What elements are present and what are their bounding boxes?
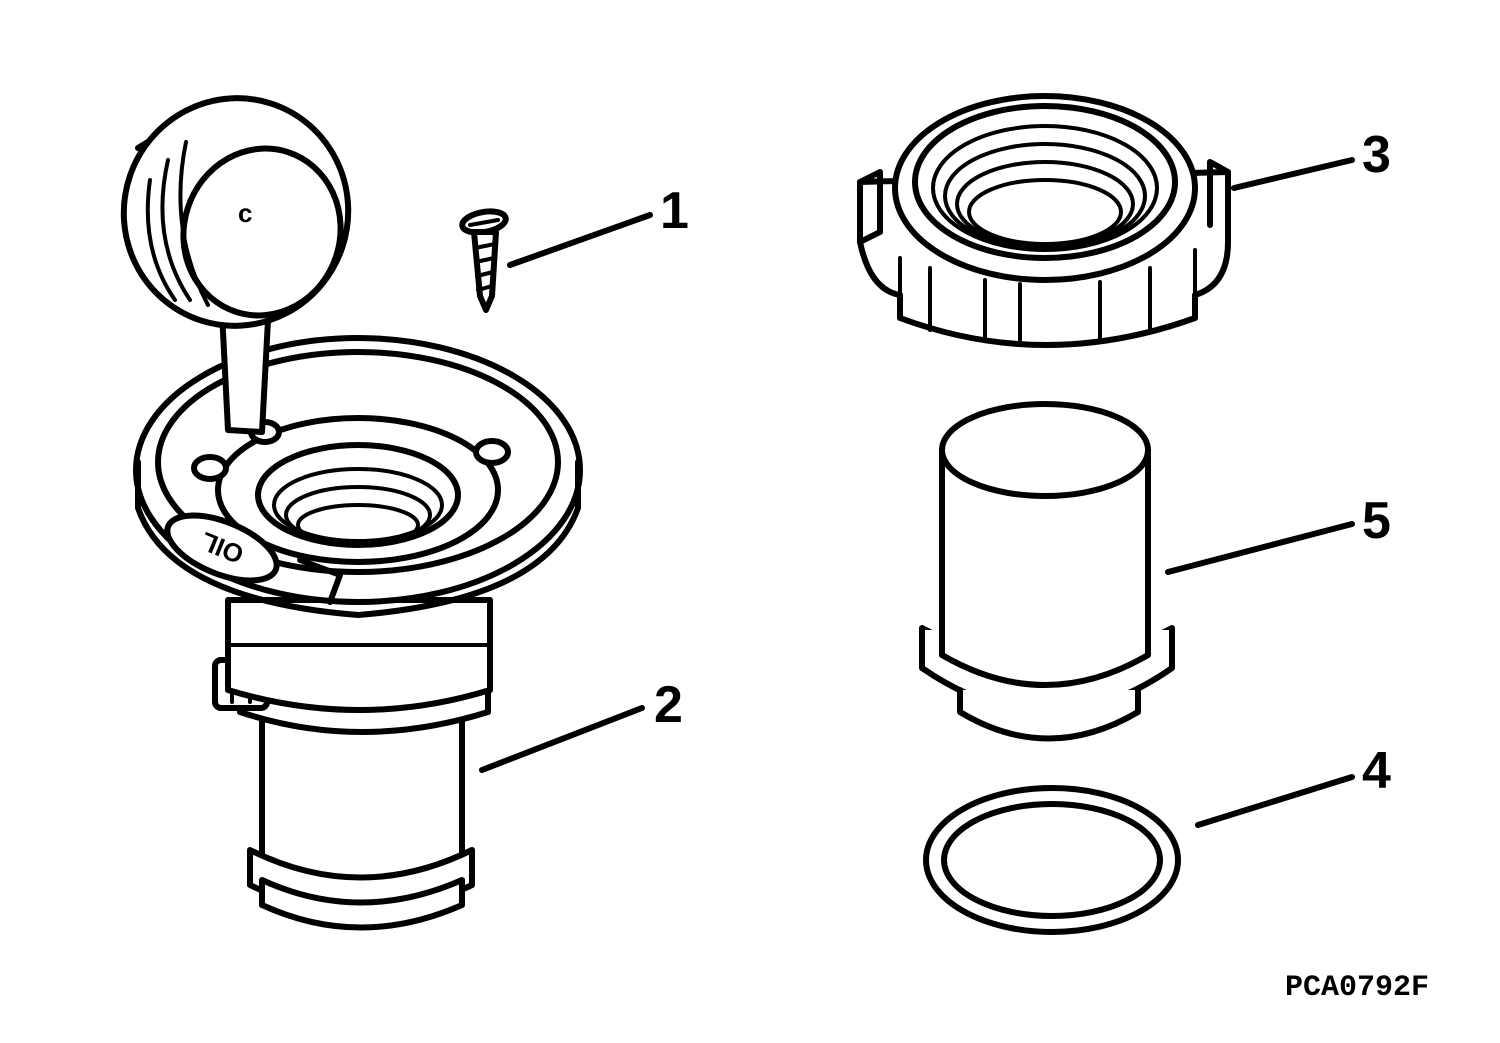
filler-neck-assembly: OIL c [120,95,583,931]
nut [857,93,1231,348]
leader-line-5 [1165,521,1355,575]
callout-5: 5 [1362,492,1391,550]
callout-2: 2 [654,676,683,734]
screw [459,208,509,313]
oil-badge: OIL [164,512,280,584]
callout-1: 1 [660,182,689,240]
leader-line-4 [1195,774,1355,828]
leader-line-1 [507,212,653,268]
figure-code: PCA0792F [1285,971,1429,1005]
callout-4: 4 [1362,742,1391,800]
leader-line-3 [1231,157,1355,191]
adapter-tube [919,401,1175,742]
cap-mark: c [238,198,252,228]
filler-cap: c [120,95,352,329]
leader-line-2 [479,705,645,773]
callout-3: 3 [1362,126,1391,184]
seal-ring [923,785,1181,935]
